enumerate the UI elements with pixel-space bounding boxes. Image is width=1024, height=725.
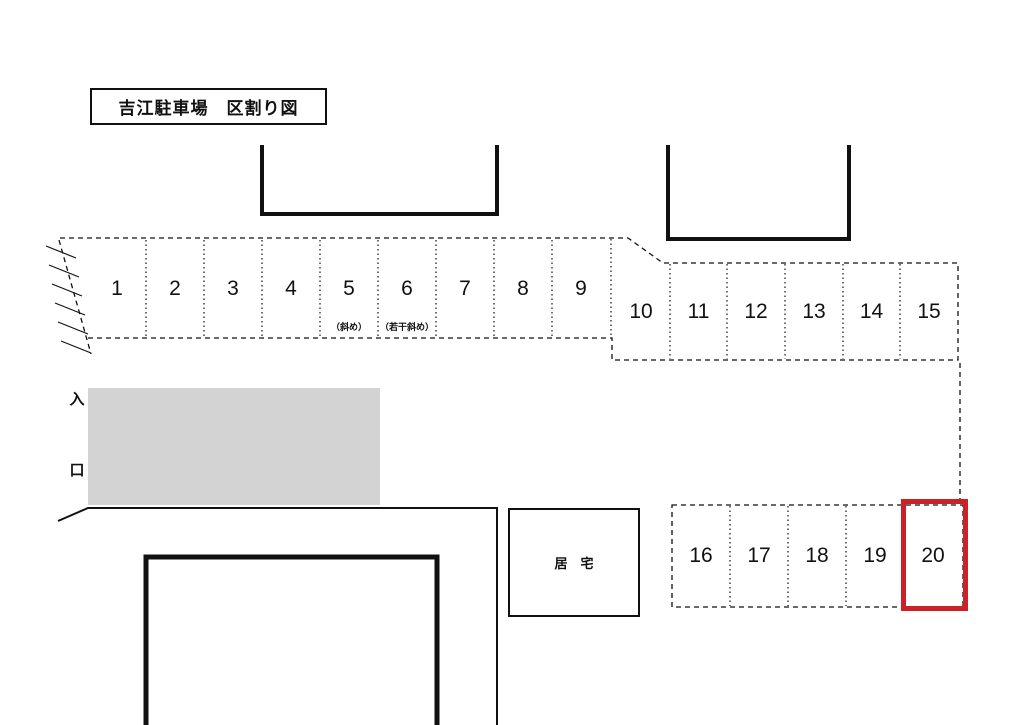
parking-space-20: 20 — [904, 505, 962, 607]
building-outline-top-left — [260, 145, 499, 216]
parking-space-10: 10 — [612, 263, 670, 360]
parking-space-18: 18 — [788, 505, 846, 607]
building-outline-bottom — [143, 554, 440, 725]
entrance-char-top: 入 — [69, 391, 85, 408]
space-number: 16 — [689, 544, 713, 567]
property-boundary-line — [57, 507, 498, 725]
parking-space-9: 9 — [552, 240, 610, 338]
parking-space-15: 15 — [900, 263, 958, 360]
parking-space-2: 2 — [146, 240, 204, 338]
space-number: 13 — [802, 299, 826, 323]
parking-space-13: 13 — [785, 263, 843, 360]
parking-space-17: 17 — [730, 505, 788, 607]
space-number: 14 — [859, 299, 884, 323]
space-number: 11 — [687, 299, 710, 323]
residence-box: 居 宅 — [508, 508, 640, 617]
space-number: 19 — [863, 544, 887, 567]
space-number: 12 — [744, 299, 768, 323]
space-number: 18 — [805, 544, 829, 567]
space-note: （斜め） — [330, 322, 368, 332]
entrance-area-fill — [88, 388, 380, 505]
parking-space-12: 12 — [727, 263, 785, 360]
space-number: 10 — [629, 299, 653, 323]
parking-space-6: 6 （若干斜め） — [378, 240, 436, 338]
space-number: 3 — [227, 277, 239, 300]
stall-dividers-row1 — [145, 239, 612, 337]
parking-space-1: 1 — [88, 240, 146, 338]
space-number: 7 — [459, 277, 471, 300]
map-title-text: 吉江駐車場 区割り図 — [118, 99, 299, 118]
parking-space-3: 3 — [204, 240, 262, 338]
space-number: 8 — [517, 277, 529, 300]
space-note: （若干斜め） — [379, 322, 435, 332]
parking-space-5: 5 （斜め） — [320, 240, 378, 338]
space-number: 1 — [111, 277, 123, 300]
space-number: 2 — [169, 277, 181, 300]
space-number: 9 — [575, 277, 587, 300]
building-outline-top-right — [666, 145, 851, 241]
parking-space-16: 16 — [672, 505, 730, 607]
parking-space-14: 14 — [843, 263, 900, 360]
parking-space-4: 4 — [262, 240, 320, 338]
parking-space-19: 19 — [846, 505, 904, 607]
space-number: 5 — [343, 277, 355, 300]
residence-label: 居 宅 — [554, 556, 594, 571]
space-number: 6 — [401, 277, 413, 300]
parking-space-7: 7 — [436, 240, 494, 338]
road-edge-hatch-marks — [45, 245, 92, 354]
space-number: 4 — [285, 277, 297, 300]
parking-space-8: 8 — [494, 240, 552, 338]
space-number: 20 — [921, 544, 945, 567]
entrance-label: 入 口 — [66, 388, 88, 480]
entrance-char-bottom: 口 — [69, 462, 85, 479]
parking-space-11: 11 — [670, 263, 727, 360]
space-number: 15 — [917, 299, 941, 323]
space-number: 17 — [747, 544, 771, 567]
map-title: 吉江駐車場 区割り図 — [90, 88, 327, 125]
